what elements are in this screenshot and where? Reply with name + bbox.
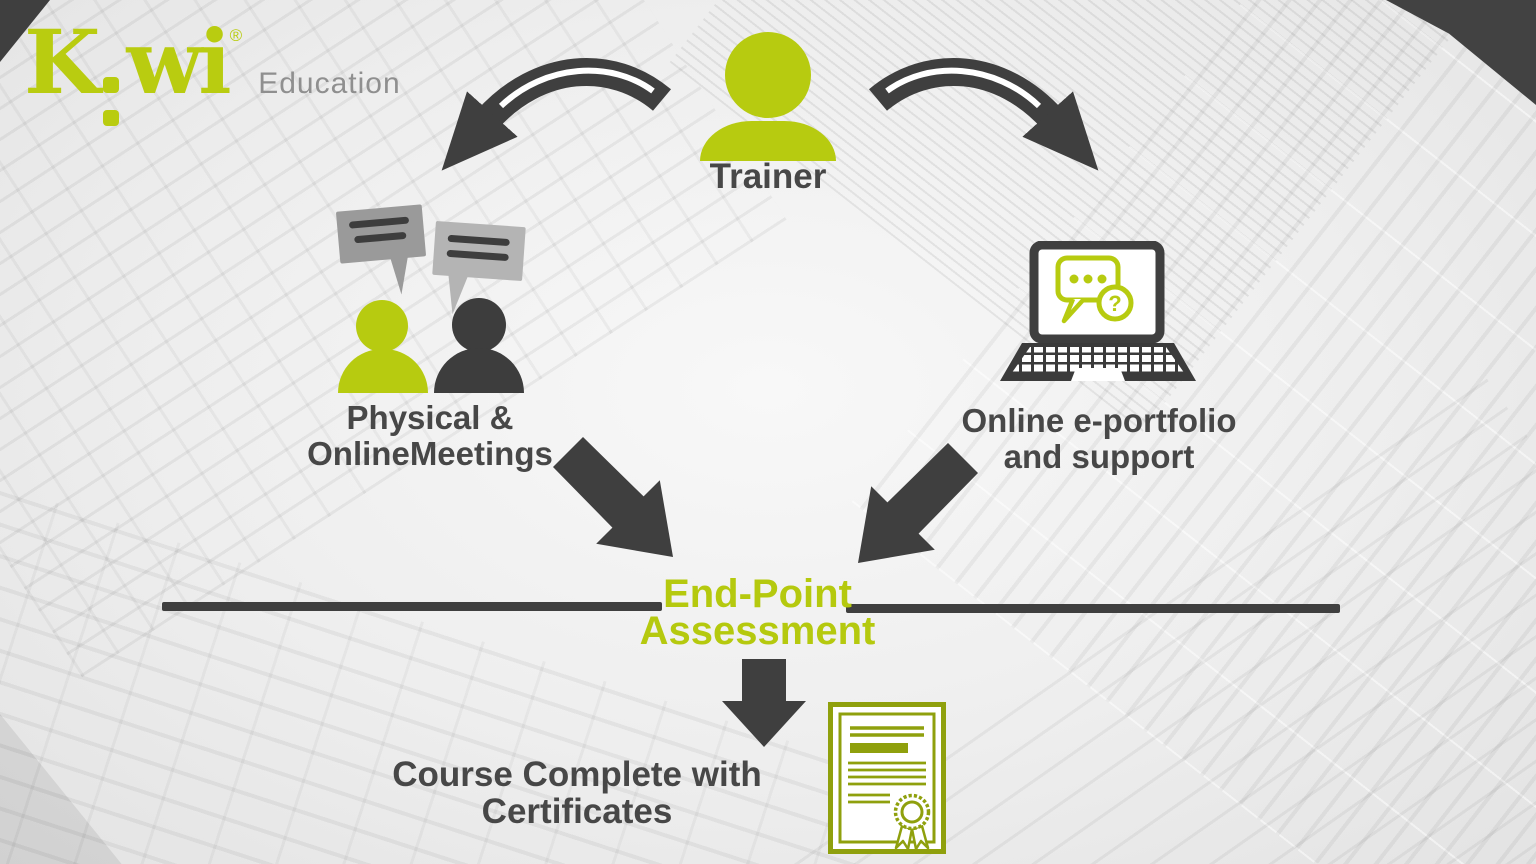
speech-bubble-icon — [335, 204, 427, 263]
course-complete-line2: Certificates — [481, 792, 673, 832]
meetings-label: Physical & OnlineMeetings — [280, 400, 580, 472]
kiwi-logo-dots — [103, 64, 120, 126]
green-person-icon-body — [338, 349, 428, 393]
kiwi-logo-wordmark: K wi — [24, 10, 232, 128]
chat-bubble-icon — [1055, 255, 1121, 324]
endpoint-assessment-label: End-Point Assessment — [600, 572, 915, 654]
svg-text:?: ? — [1108, 291, 1121, 316]
kiwi-logo-k: K — [24, 10, 101, 114]
eportfolio-label: Online e-portfolio and support — [928, 403, 1270, 475]
down-arrow-icon — [722, 659, 806, 747]
trainer-person-icon-body — [700, 121, 836, 161]
endpoint-label-line2: Assessment — [639, 609, 876, 654]
kiwi-education-logo: K wi ® Education — [24, 18, 401, 128]
registered-trademark-icon: ® — [229, 26, 243, 45]
curved-arrow-right-icon — [869, 58, 1099, 171]
rosette-seal-icon — [893, 793, 931, 851]
trainer-label: Trainer — [709, 157, 827, 196]
trainer-person-icon — [725, 32, 811, 118]
endpoint-label-line1: End-Point — [663, 572, 852, 616]
background-dark-corner — [1386, 0, 1536, 105]
course-complete-label: Course Complete with Certificates — [378, 756, 776, 831]
speech-bubble-icon — [432, 220, 526, 281]
dark-person-icon-body — [434, 348, 524, 393]
logo-education-text: Education — [258, 67, 401, 100]
diagonal-arrow-left-icon — [553, 437, 673, 557]
meetings-label-line1: Physical & — [346, 399, 514, 436]
kiwi-logo-wi: wi — [126, 10, 231, 114]
meetings-label-line2: OnlineMeetings — [307, 434, 553, 472]
eportfolio-label-line2: and support — [1003, 437, 1195, 475]
diagonal-arrow-right-icon — [858, 443, 978, 563]
divider-line-left — [162, 602, 662, 611]
question-mark-icon: ? — [1096, 284, 1134, 322]
laptop-icon: ? — [1000, 241, 1196, 381]
green-person-icon — [356, 300, 408, 352]
course-complete-line1: Course Complete with — [392, 755, 762, 794]
certificate-icon — [828, 702, 946, 854]
curved-arrow-left-icon — [441, 58, 671, 171]
divider-line-right — [846, 604, 1340, 613]
dark-person-icon — [452, 298, 506, 352]
eportfolio-label-line1: Online e-portfolio — [961, 402, 1237, 439]
